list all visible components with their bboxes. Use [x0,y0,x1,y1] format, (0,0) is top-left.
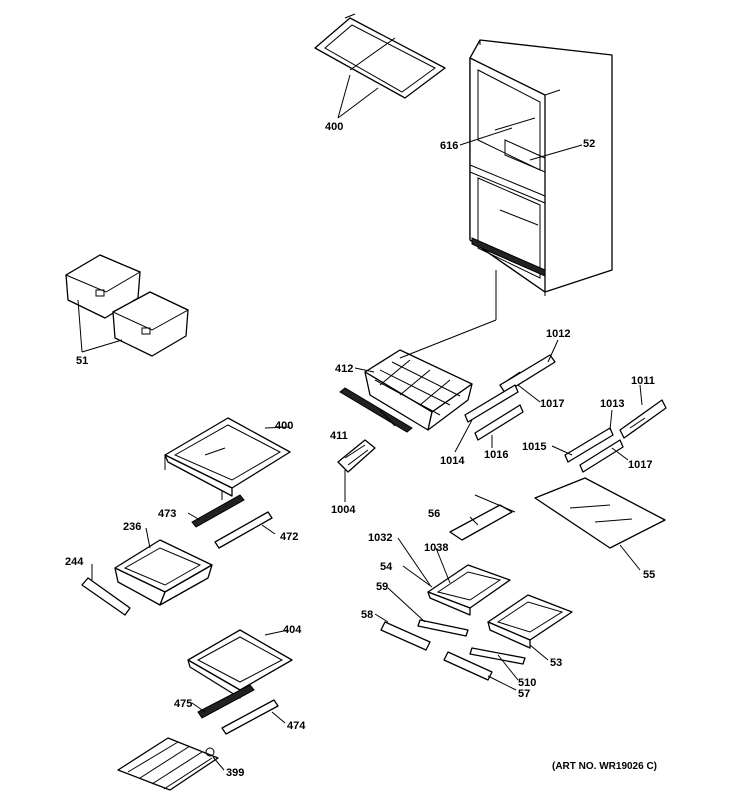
part-400-middle-shelf [164,417,291,500]
label-1011: 1011 [631,375,655,387]
part-404-lower-shelf [187,629,293,699]
part-56-plate [449,494,516,541]
label-1032: 1032 [368,532,392,544]
label-56: 56 [428,508,440,520]
leader-lines [77,74,643,771]
label-236: 236 [123,521,141,533]
label-57: 57 [518,688,530,700]
refrigerator-cabinet [469,39,613,296]
label-1014: 1014 [440,455,465,467]
label-473: 473 [158,508,176,520]
part-244-cover [81,577,131,616]
part-412-wire-basket [364,349,473,431]
label-404: 404 [283,624,302,636]
part-475-474-shelf-rails [197,684,279,735]
part-400-top-shelf [314,13,446,99]
label-475: 475 [174,698,192,710]
label-1017-lower: 1017 [628,459,652,471]
label-1015: 1015 [522,441,546,453]
label-412: 412 [335,363,353,375]
label-400-top-shelf: 400 [325,121,343,133]
label-1004: 1004 [331,504,356,516]
part-59-58-57-510-covers [380,619,526,681]
part-1012-1014-1016-slide-rails [464,354,556,441]
label-1017-upper: 1017 [540,398,564,410]
label-54: 54 [380,561,393,573]
label-244: 244 [65,556,84,568]
part-411-basket-rail [339,387,413,433]
part-399-wine-rack [117,737,219,791]
label-51: 51 [76,355,88,367]
label-472: 472 [280,531,298,543]
label-59: 59 [376,581,388,593]
part-236-storage-pan [114,539,213,606]
part-labels: 400 616 52 51 412 1012 411 1017 1011 101… [65,121,657,779]
label-474: 474 [287,720,306,732]
part-1004-cover [337,439,376,473]
label-52: 52 [583,138,595,150]
label-58: 58 [361,609,373,621]
label-399: 399 [226,767,244,779]
part-1032-1038-54-pan [427,564,511,616]
label-411: 411 [330,430,348,442]
label-55: 55 [643,569,655,581]
label-1013: 1013 [600,398,624,410]
label-53: 53 [550,657,562,669]
part-473-472-shelf-rails [191,494,273,549]
part-53-pan [487,594,573,649]
label-1012: 1012 [546,328,570,340]
art-number: (ART NO. WR19026 C) [552,761,657,772]
part-55-glass-shelf [534,477,666,549]
label-616: 616 [440,140,458,152]
label-400-middle-shelf: 400 [275,420,293,432]
label-510: 510 [518,677,536,689]
label-1038: 1038 [424,542,448,554]
label-1016: 1016 [484,449,508,461]
part-51-door-bins [64,254,190,357]
